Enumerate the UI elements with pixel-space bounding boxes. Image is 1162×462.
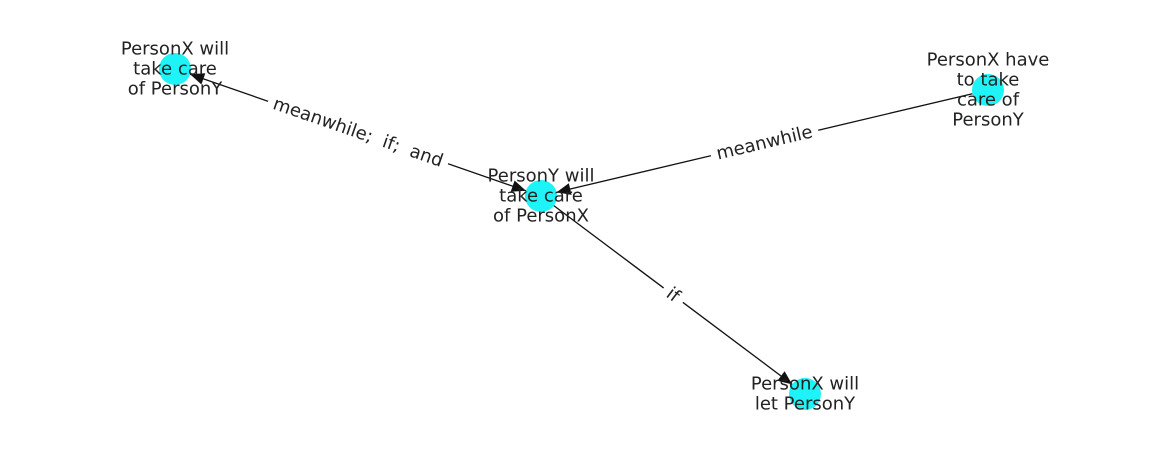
edge-label-background (708, 118, 822, 168)
edge-e2-label-group: meanwhile (708, 118, 822, 168)
node-label-line: PersonY will (488, 166, 595, 187)
node-label-line: take care (133, 59, 217, 80)
node-label-line: care of (957, 90, 1020, 111)
edge-e3-arrowhead-target (777, 371, 793, 385)
node-label-line: PersonX will (121, 39, 229, 60)
node-label-line: of PersonY (128, 79, 224, 100)
edge-e1-label-group: meanwhile; if; and (263, 89, 453, 176)
edge-label-background (656, 277, 691, 313)
edge-e2-arrowhead-target (556, 183, 572, 195)
node-label-line: of PersonX (493, 206, 589, 227)
node-label-line: to take (957, 70, 1020, 91)
node-n1-circle[interactable] (159, 53, 191, 85)
node-n2-circle[interactable] (972, 74, 1004, 106)
edge-label-background (263, 89, 453, 176)
node-label-line: take care (499, 186, 583, 207)
node-n3-circle[interactable] (525, 180, 557, 212)
node-label-line: PersonY (952, 110, 1024, 131)
node-label-line: let PersonY (755, 394, 856, 415)
edge-e1-arrowhead-source (510, 180, 526, 192)
nodes-layer (159, 53, 1004, 410)
edge-label: meanwhile (714, 121, 814, 164)
node-label-line: PersonX have (927, 50, 1050, 71)
edge-e3-label-group: if (656, 277, 691, 313)
node-label-line: PersonX will (751, 374, 859, 395)
edge-label: meanwhile; if; and (270, 93, 446, 171)
node-n4-circle[interactable] (789, 378, 821, 410)
edge-e1-arrowhead-target (190, 73, 206, 85)
